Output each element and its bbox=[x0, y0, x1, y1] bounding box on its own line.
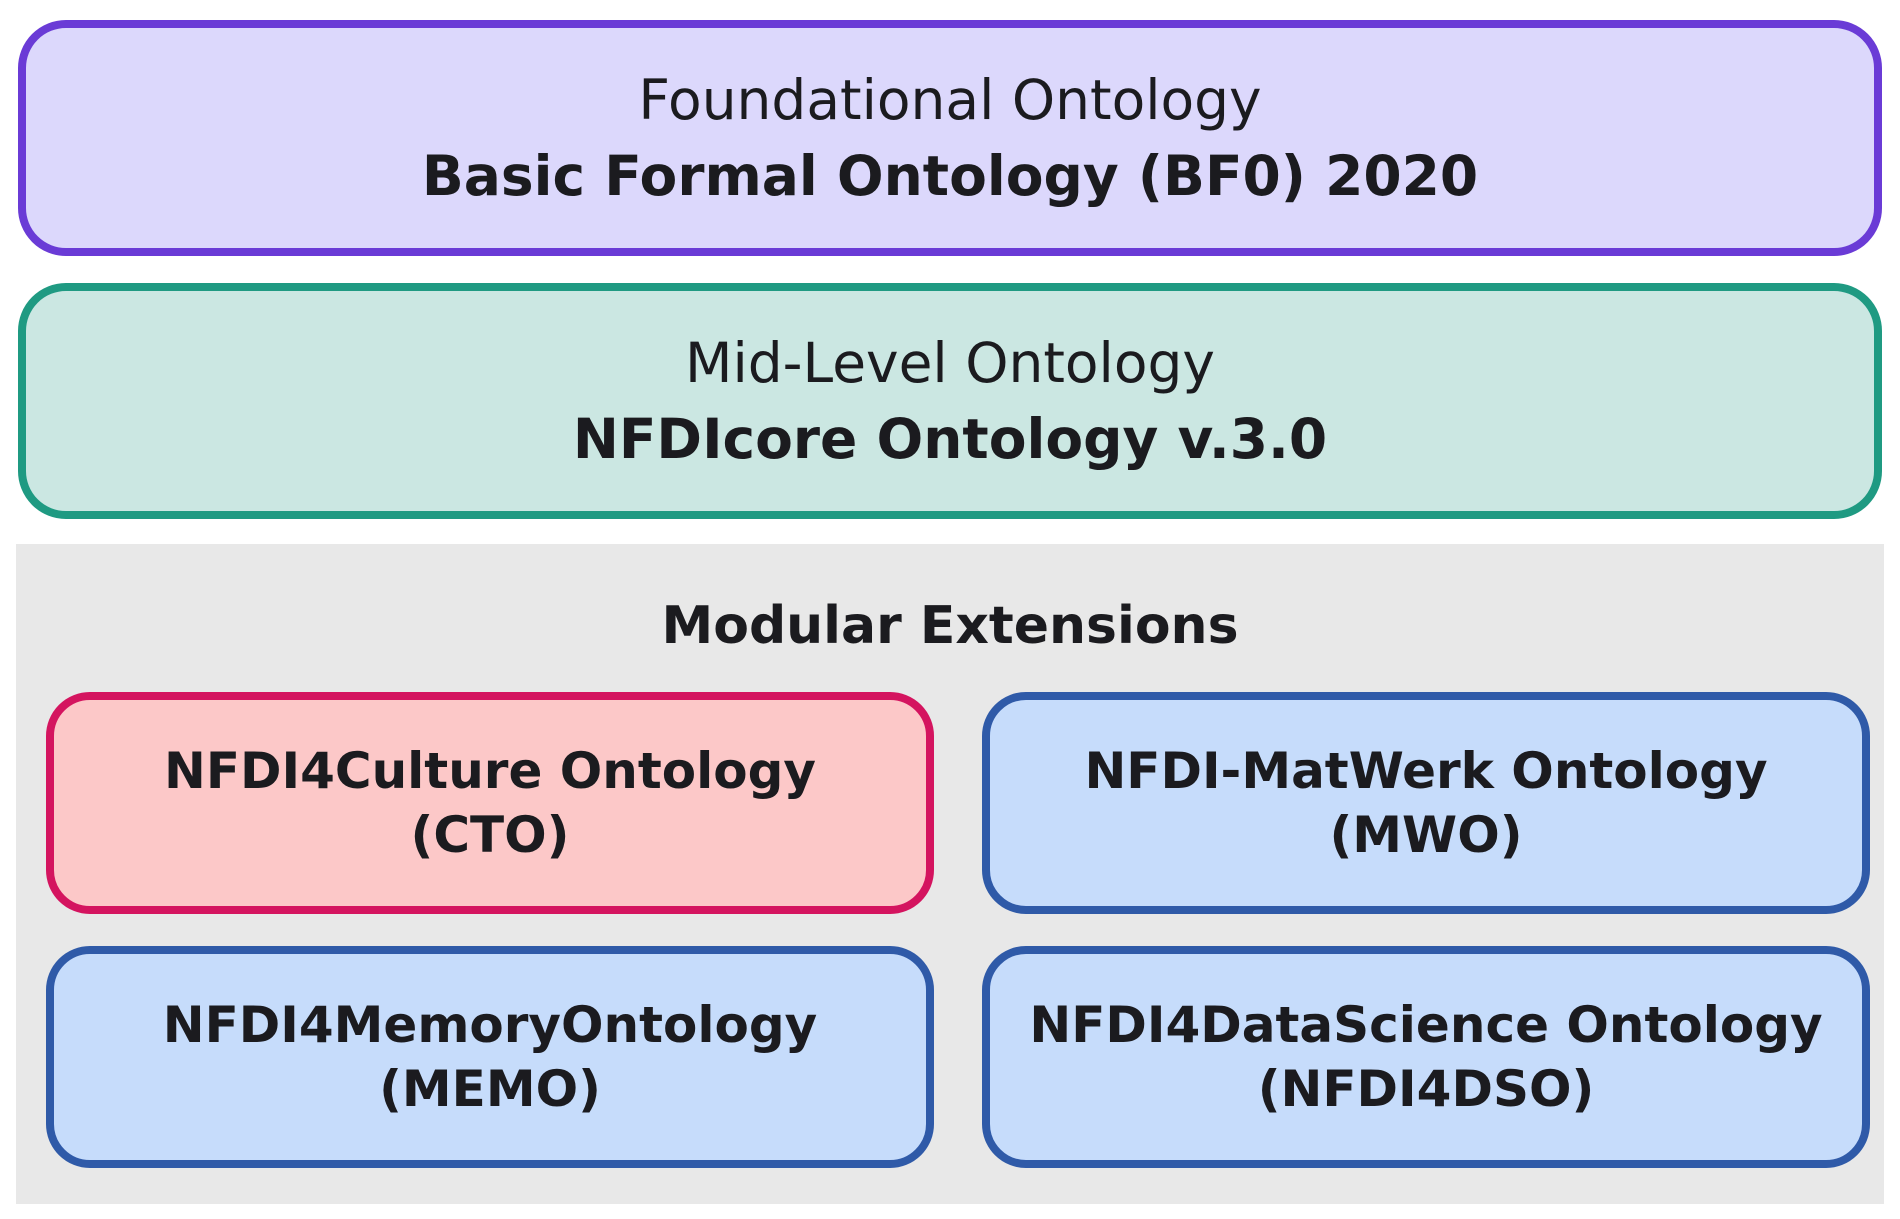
mid-level-ontology-layer: Mid-Level Ontology NFDIcore Ontology v.3… bbox=[18, 283, 1882, 519]
module-mwo: NFDI-MatWerk Ontology (MWO) bbox=[982, 692, 1870, 914]
foundational-ontology-name: Basic Formal Ontology (BF0) 2020 bbox=[421, 144, 1479, 208]
module-abbreviation: (CTO) bbox=[410, 806, 570, 864]
modular-extensions-panel: Modular Extensions NFDI4Culture Ontology… bbox=[16, 544, 1884, 1204]
module-name: NFDI4DataScience Ontology bbox=[1029, 996, 1823, 1054]
modular-extensions-title: Modular Extensions bbox=[661, 596, 1239, 656]
module-abbreviation: (NFDI4DSO) bbox=[1257, 1060, 1595, 1118]
module-name: NFDI-MatWerk Ontology bbox=[1084, 742, 1768, 800]
mid-level-ontology-name: NFDIcore Ontology v.3.0 bbox=[572, 407, 1328, 471]
module-name: NFDI4MemoryOntology bbox=[162, 996, 818, 1054]
foundational-ontology-layer: Foundational Ontology Basic Formal Ontol… bbox=[18, 20, 1882, 256]
module-cto: NFDI4Culture Ontology (CTO) bbox=[46, 692, 934, 914]
mid-level-layer-label: Mid-Level Ontology bbox=[685, 331, 1215, 395]
module-nfdi4dso: NFDI4DataScience Ontology (NFDI4DSO) bbox=[982, 946, 1870, 1168]
module-abbreviation: (MEMO) bbox=[379, 1060, 601, 1118]
module-memo: NFDI4MemoryOntology (MEMO) bbox=[46, 946, 934, 1168]
module-name: NFDI4Culture Ontology bbox=[163, 742, 817, 800]
module-abbreviation: (MWO) bbox=[1329, 806, 1523, 864]
foundational-layer-label: Foundational Ontology bbox=[638, 68, 1262, 132]
